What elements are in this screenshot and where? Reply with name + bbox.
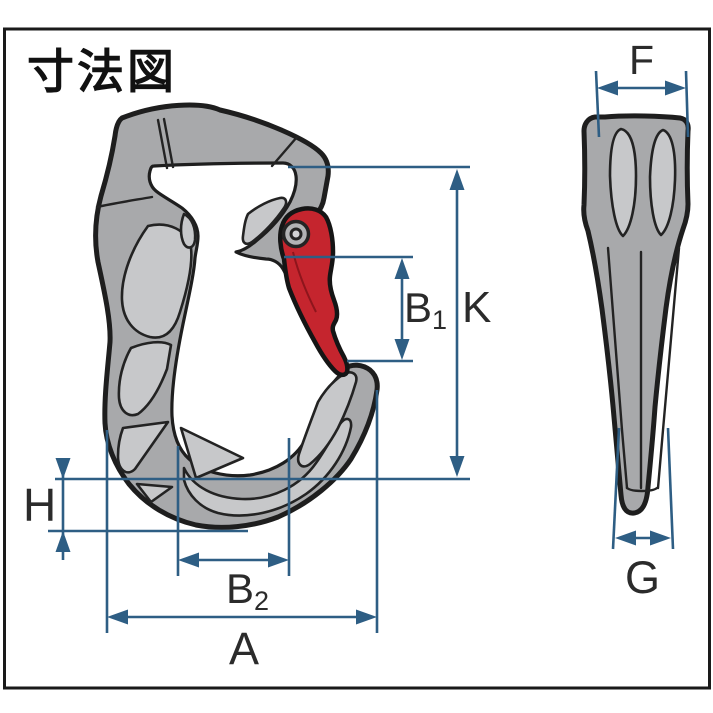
b2-label-main: B [226, 565, 254, 612]
top-arm-seam-3 [270, 135, 299, 168]
side-cutout-right [648, 128, 677, 237]
dimension-label-k: K [462, 283, 491, 332]
f-ext-left [594, 70, 601, 138]
b1-arrow-up [394, 258, 410, 279]
dimension-label-g: G [625, 552, 660, 603]
dimension-H [48, 458, 248, 560]
b1-label-main: B [404, 284, 432, 331]
dimension-label-a: A [229, 623, 259, 674]
g-ext-left [611, 427, 621, 550]
rib-triangle-2 [179, 426, 245, 480]
f-ext-right [684, 70, 690, 138]
a-arrow-left [107, 609, 128, 625]
dimension-K [55, 165, 470, 481]
beak-panel [241, 196, 288, 246]
b1-label-sub: 1 [432, 305, 447, 335]
dimension-label-h: H [23, 479, 56, 531]
dimension-B1 [284, 255, 413, 363]
safety-latch [278, 206, 350, 378]
dimension-F [594, 70, 690, 138]
dimension-G [611, 427, 675, 550]
b2-arrow-right [268, 552, 289, 568]
hook-side-view [581, 113, 691, 516]
f-arrow-left [597, 80, 618, 96]
k-arrow-up [449, 169, 465, 190]
dimension-A [105, 390, 379, 633]
bowl-inner-band [182, 417, 353, 517]
a-arrow-right [356, 609, 377, 625]
side-shaft-line-right [656, 246, 681, 490]
side-tip-line [625, 486, 659, 493]
arm-panel-mid [117, 340, 173, 417]
side-cutout-left [608, 127, 638, 238]
diagram-frame [3, 27, 711, 690]
rib-triangle-1 [116, 420, 170, 474]
f-arrow-right [665, 80, 686, 96]
pivot-pin-center [289, 227, 303, 241]
b2-label-sub: 2 [254, 586, 269, 616]
k-arrow-down [449, 456, 465, 477]
b1-arrow-down [394, 339, 410, 360]
dimension-label-b2: B2 [226, 565, 269, 616]
dimension-label-b1: B1 [404, 284, 447, 335]
left-arm-seam [95, 195, 154, 209]
dimension-B2 [176, 438, 291, 576]
side-shaft-line-left [606, 246, 629, 490]
dimension-label-f: F [629, 37, 654, 83]
h-arrow-down [55, 458, 71, 479]
rib-triangle-3 [135, 482, 174, 504]
diagram-title: 寸法図 [27, 45, 177, 98]
g-arrow-right [650, 530, 671, 546]
top-arm-seam-1 [156, 118, 169, 170]
g-arrow-left [615, 530, 636, 546]
hook-front-view [93, 102, 380, 530]
b2-arrow-left [178, 552, 199, 568]
nose-panel [179, 212, 197, 249]
g-ext-right [666, 427, 675, 550]
h-arrow-up [55, 531, 71, 552]
top-arm-seam-2 [162, 117, 175, 169]
